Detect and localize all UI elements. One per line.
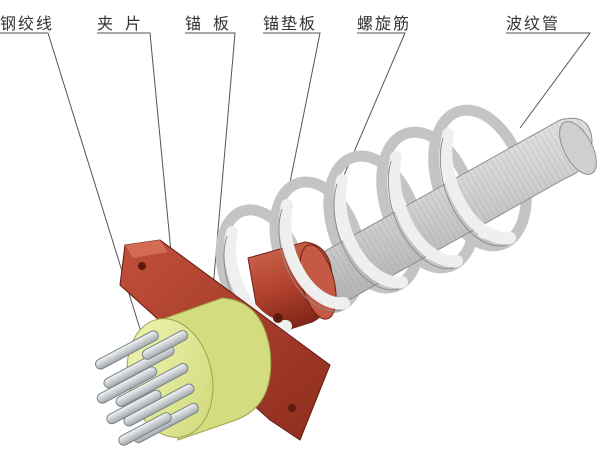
label-corrugated-duct: 波纹管	[506, 14, 561, 33]
label-bearing-plate: 锚垫板	[263, 14, 318, 33]
leader-anchor-plate	[185, 32, 236, 301]
leader-spiral-rebar	[329, 32, 406, 209]
label-spiral-rebar: 螺旋筋	[357, 14, 412, 33]
label-anchor-plate: 锚板	[185, 14, 242, 33]
leader-wedge	[97, 32, 179, 326]
label-wedge: 夹片	[97, 14, 154, 33]
steel-strands	[95, 330, 199, 446]
label-steel-strand: 钢绞线	[0, 14, 55, 33]
leader-corrugated-duct	[506, 32, 591, 129]
leader-steel-strand	[0, 32, 146, 346]
